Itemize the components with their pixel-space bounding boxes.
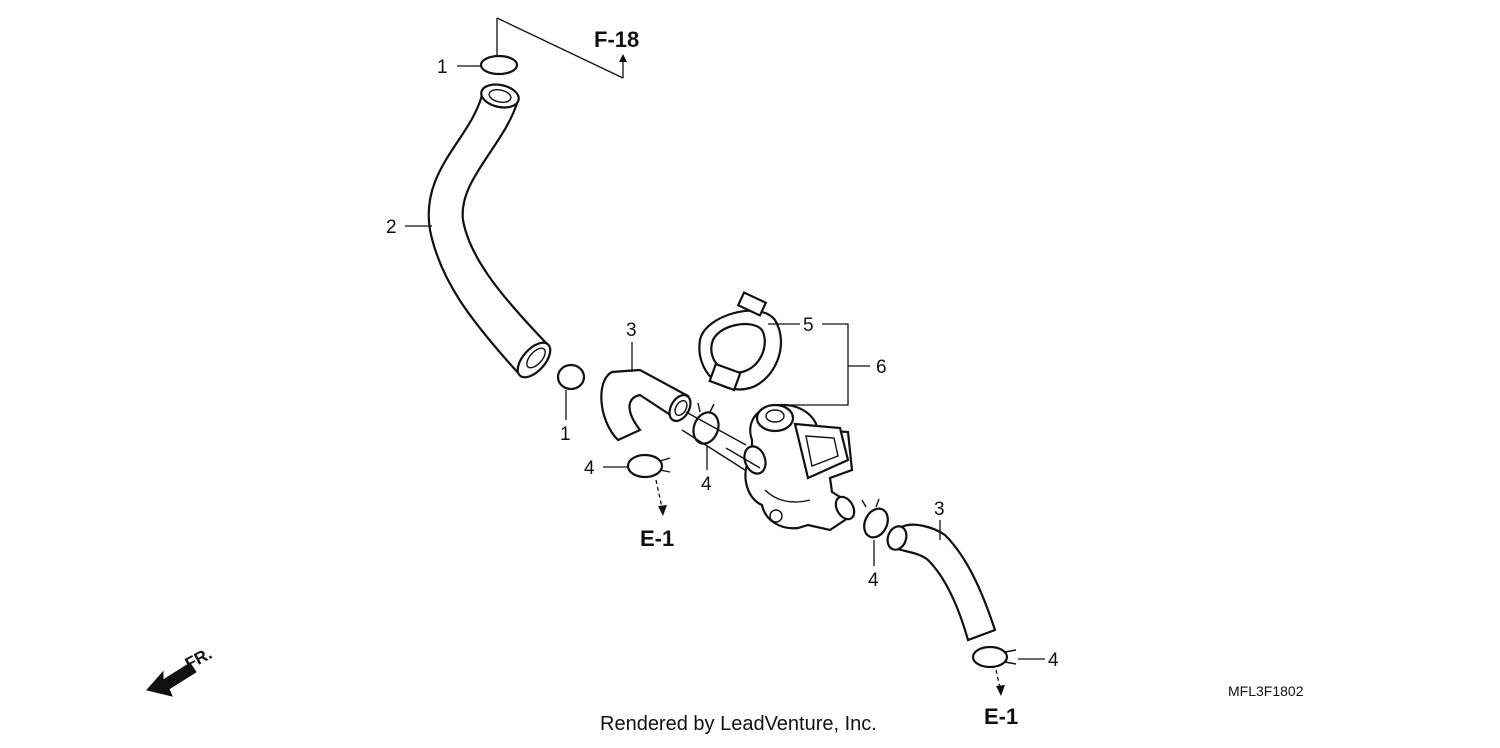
part-1-mid-clip: 1: [556, 363, 586, 445]
callout-6[interactable]: 6: [876, 357, 887, 378]
part-4-right-clamp: 4: [861, 498, 889, 591]
air-injection-valve: [681, 403, 856, 532]
callout-3-right[interactable]: 3: [934, 499, 945, 520]
reference-arrow-icon: [996, 685, 1005, 696]
credit-text: Rendered by LeadVenture, Inc.: [600, 713, 877, 735]
callout-2[interactable]: 2: [386, 217, 397, 238]
callout-3-mid[interactable]: 3: [626, 320, 637, 341]
reference-f18[interactable]: F-18: [594, 27, 639, 52]
callout-4-right-low[interactable]: 4: [868, 570, 879, 591]
reference-arrow-icon: [619, 54, 627, 62]
part-1-top-clip: 1: [437, 54, 519, 78]
part-4-bottom-clamp: 4 E-1: [971, 645, 1059, 729]
callout-5[interactable]: 5: [803, 315, 814, 336]
reference-e1-left[interactable]: E-1: [640, 526, 674, 551]
callout-4-left[interactable]: 4: [584, 458, 595, 479]
part-2-hose: 2: [386, 83, 552, 379]
front-direction-arrow-icon: [146, 662, 197, 697]
part-4-left-clamp: 4 E-1: [584, 453, 674, 551]
callout-1-top[interactable]: 1: [437, 57, 448, 78]
reference-e1-bottom[interactable]: E-1: [984, 704, 1018, 729]
part-6-leader: 6: [790, 323, 887, 406]
part-3-right-hose: 3: [886, 499, 997, 642]
reference-f18-group: F-18: [496, 17, 639, 79]
diagram-code: MFL3F1802: [1228, 683, 1304, 699]
callout-4-mid[interactable]: 4: [701, 474, 712, 495]
callout-1-mid[interactable]: 1: [560, 424, 571, 445]
part-5-bracket: 5: [698, 291, 814, 392]
callout-4-bottom[interactable]: 4: [1048, 650, 1059, 671]
part-3-elbow-hose: 3: [600, 320, 692, 442]
reference-arrow-icon: [658, 505, 667, 516]
front-direction-indicator: FR.: [146, 644, 215, 697]
